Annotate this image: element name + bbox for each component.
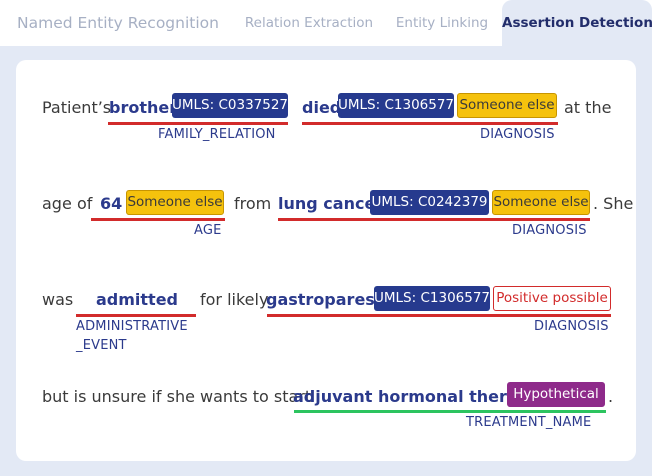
umls-tag-gastroparesis: UMLS: C1306577 [374, 286, 490, 311]
label-age: AGE [194, 223, 222, 238]
label-administrative: ADMINISTRATIVE [76, 319, 188, 334]
label-treatment-name: TREATMENT_NAME [466, 415, 592, 430]
underline-brother [108, 122, 288, 125]
underline-therapy [294, 410, 606, 413]
entity-age-64[interactable]: 64 [100, 194, 123, 213]
entity-died[interactable]: died [302, 98, 342, 117]
text-she: . She [593, 194, 634, 213]
entity-admitted[interactable]: admitted [96, 290, 179, 309]
underline-age [91, 218, 225, 221]
entity-brother[interactable]: brother [109, 98, 178, 117]
assertion-tag-therapy: Hypothetical [507, 382, 605, 407]
underline-died [302, 122, 558, 125]
text-period: . [608, 387, 614, 406]
underline-lung-cancer [278, 218, 590, 221]
text-at-the: at the [564, 98, 612, 117]
entity-gastroparesis[interactable]: gastroparesis [266, 290, 390, 309]
underline-gastroparesis [267, 314, 611, 317]
tab-assertion-detection[interactable]: Assertion Detection [502, 0, 652, 46]
entity-lung-cancer[interactable]: lung cancer [278, 194, 384, 213]
label-diagnosis-died: DIAGNOSIS [480, 127, 555, 142]
entity-adjuvant-hormonal-therapy[interactable]: adjuvant hormonal therapy [293, 387, 540, 406]
umls-tag-died: UMLS: C1306577 [338, 93, 454, 118]
tab-entity-linking[interactable]: Entity Linking [395, 15, 489, 31]
text-from: from [234, 194, 272, 213]
tab-named-entity-recognition[interactable]: Named Entity Recognition [17, 14, 219, 32]
text-age: age [42, 194, 72, 213]
text-for-likely: for likely [200, 290, 269, 309]
umls-tag-lung-cancer: UMLS: C0242379 [370, 190, 489, 215]
label-diagnosis-lung-cancer: DIAGNOSIS [512, 223, 587, 238]
assertion-tag-gastroparesis: Positive possible [493, 286, 611, 311]
label-event: _EVENT [76, 338, 127, 353]
tab-list: Named Entity Recognition Relation Extrac… [0, 0, 652, 46]
label-family-relation: FAMILY_RELATION [158, 127, 276, 142]
underline-admitted [76, 314, 196, 317]
assertion-tag-age: Someone else [126, 190, 224, 215]
text-but-is-unsure: but is unsure if she wants to start [42, 387, 312, 406]
tab-relation-extraction[interactable]: Relation Extraction [244, 15, 374, 31]
assertion-tag-lung-cancer: Someone else [492, 190, 590, 215]
text-patients: Patient’s [42, 98, 112, 117]
text-was: was [42, 290, 74, 309]
text-of: of [77, 194, 93, 213]
umls-tag-brother: UMLS: C0337527 [172, 93, 288, 118]
label-diagnosis-gastroparesis: DIAGNOSIS [534, 319, 609, 334]
assertion-tag-died: Someone else [457, 93, 557, 118]
annotated-text-panel: Patient’s brother UMLS: C0337527 FAMILY_… [16, 60, 636, 461]
